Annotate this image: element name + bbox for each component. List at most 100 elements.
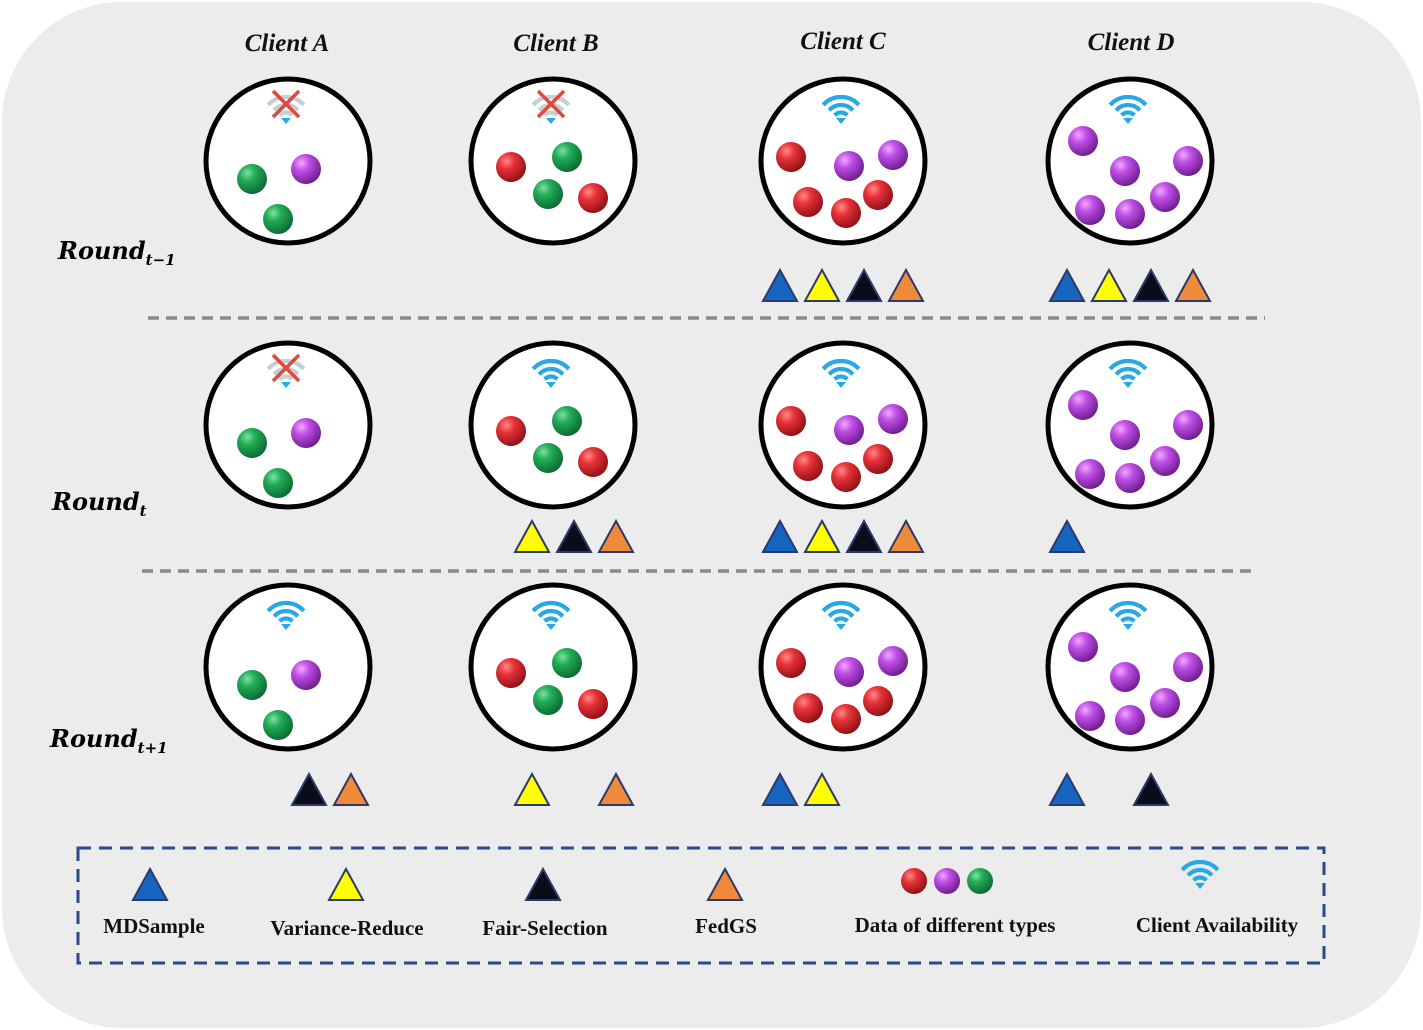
data-ball-red (578, 183, 608, 213)
wifi-dot (1123, 382, 1133, 388)
wifi-arc (543, 110, 559, 117)
client-node-d (1045, 582, 1215, 752)
wifi-arc (543, 374, 559, 381)
data-ball-green (263, 204, 293, 234)
data-ball-purple (1115, 199, 1145, 229)
client-node-b (468, 340, 638, 510)
wifi-dot (546, 382, 556, 388)
selection-marker-variance-reduce (803, 267, 841, 302)
wifi-dot (836, 382, 846, 388)
data-ball-purple (1075, 701, 1105, 731)
client-node-b (468, 582, 638, 752)
client-node-d (1045, 76, 1215, 246)
cross-stroke (536, 89, 566, 119)
selection-marker-fedgs (597, 518, 635, 553)
client-header-b: Client B (513, 30, 599, 57)
data-ball-red (496, 416, 526, 446)
wifi-dot (836, 118, 846, 124)
data-ball-red (578, 447, 608, 477)
selection-marker-variance-reduce (513, 771, 551, 806)
round-label-current: Roundt (52, 487, 147, 520)
data-ball-red (831, 198, 861, 228)
legend-marker-fair-selection (524, 866, 562, 901)
wifi-arc (821, 600, 861, 613)
legend-label-data-types: Data of different types (854, 913, 1056, 937)
wifi-arc (1108, 358, 1148, 371)
data-ball-green (533, 443, 563, 473)
data-ball-purple (1075, 459, 1105, 489)
data-ball-red (776, 406, 806, 436)
data-ball-green (533, 179, 563, 209)
wifi-arc (531, 94, 571, 107)
client-node-a (203, 340, 373, 510)
data-ball-purple (291, 660, 321, 690)
data-ball-green (263, 468, 293, 498)
data-ball-purple (1110, 420, 1140, 450)
cross-stroke (271, 89, 301, 119)
wifi-arc (833, 374, 849, 381)
wifi-icon (531, 94, 571, 124)
data-ball-green (237, 670, 267, 700)
data-ball-red (496, 658, 526, 688)
data-ball-purple (1150, 688, 1180, 718)
legend-marker-variance-reduce (327, 866, 365, 901)
data-ball-red (793, 187, 823, 217)
legend-label-fair-selection: Fair-Selection (482, 916, 608, 940)
selection-marker-fedgs (332, 771, 370, 806)
data-ball-purple (1068, 390, 1098, 420)
data-ball-red (776, 648, 806, 678)
legend-label-fedgs: FedGS (695, 914, 757, 938)
client-node-c (758, 76, 928, 246)
data-ball-purple (1110, 662, 1140, 692)
data-ball-red (793, 693, 823, 723)
unavailable-cross-icon (536, 89, 566, 119)
wifi-arc (1120, 374, 1136, 381)
data-ball-purple (1115, 705, 1145, 735)
wifi-arc (1108, 600, 1148, 613)
wifi-arc (827, 608, 855, 618)
data-ball-red (901, 868, 927, 894)
data-ball-purple (878, 646, 908, 676)
wifi-arc (1120, 616, 1136, 623)
wifi-arc (278, 374, 294, 381)
wifi-arc (537, 608, 565, 618)
selection-marker-mdsample (1048, 518, 1086, 553)
wifi-dot (1123, 624, 1133, 630)
selection-marker-fair-selection (1132, 267, 1170, 302)
wifi-arc (1114, 102, 1142, 112)
data-ball-red (578, 689, 608, 719)
round-label-next: Roundt+1 (50, 724, 168, 757)
wifi-dot (281, 382, 291, 388)
data-ball-red (831, 462, 861, 492)
data-ball-purple (1173, 146, 1203, 176)
selection-marker-fedgs (597, 771, 635, 806)
data-ball-red (496, 152, 526, 182)
wifi-arc (1192, 875, 1208, 882)
data-ball-purple (834, 657, 864, 687)
selection-marker-mdsample (1048, 267, 1086, 302)
data-ball-green (237, 428, 267, 458)
data-ball-purple (1075, 195, 1105, 225)
wifi-arc (821, 94, 861, 107)
legend-marker-mdsample (131, 866, 169, 901)
wifi-dot (281, 624, 291, 630)
wifi-arc (827, 102, 855, 112)
wifi-arc (1114, 366, 1142, 376)
selection-marker-mdsample (1048, 771, 1086, 806)
wifi-dot (836, 624, 846, 630)
data-ball-purple (1173, 410, 1203, 440)
wifi-arc (827, 366, 855, 376)
wifi-icon (821, 358, 861, 388)
wifi-arc (266, 358, 306, 371)
data-ball-purple (834, 415, 864, 445)
wifi-icon (821, 600, 861, 630)
data-ball-green (237, 164, 267, 194)
data-ball-purple (878, 140, 908, 170)
data-ball-green (967, 868, 993, 894)
wifi-icon (1108, 94, 1148, 124)
data-ball-red (863, 686, 893, 716)
wifi-arc (1186, 867, 1214, 877)
data-ball-purple (1115, 463, 1145, 493)
data-ball-red (793, 451, 823, 481)
unavailable-cross-icon (271, 89, 301, 119)
